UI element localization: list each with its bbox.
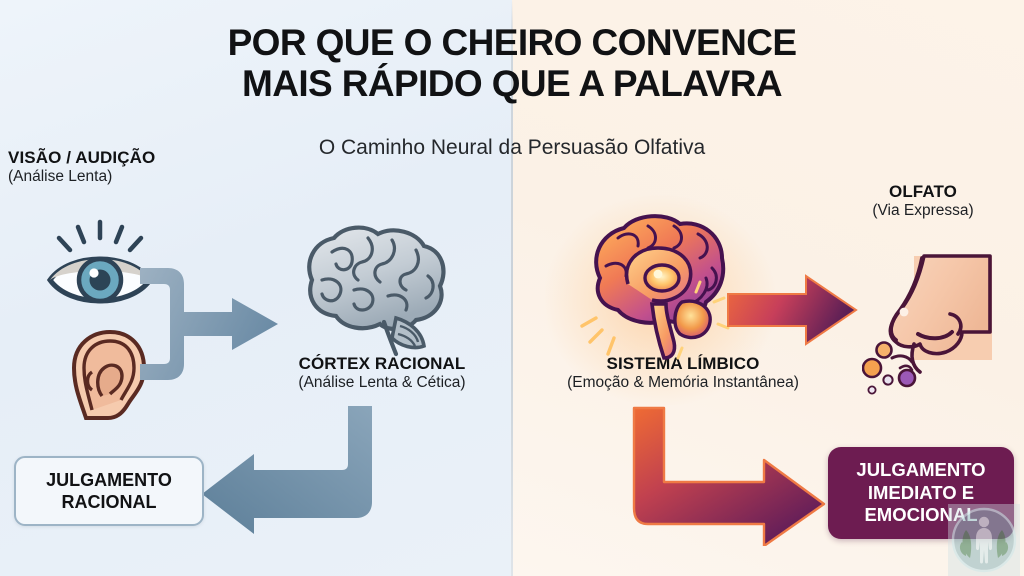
emotional-judgment-line-3: EMOCIONAL (864, 504, 978, 526)
elbow-arrow-left (202, 406, 372, 534)
figure-laurel-logo (948, 504, 1020, 576)
limbic-label: SISTEMA LÍMBICO (606, 354, 760, 373)
eye-icon (46, 219, 154, 304)
olfato-label-group: OLFATO (Via Expressa) (848, 182, 998, 220)
cortex-label: CÓRTEX RACIONAL (298, 354, 466, 373)
title-line-1: POR QUE O CHEIRO CONVENCE (227, 22, 797, 63)
olfato-sublabel: (Via Expressa) (872, 202, 974, 219)
emotional-judgment-line-1: JULGAMENTO (856, 459, 986, 481)
nose-icon (862, 254, 992, 395)
panel-divider (511, 0, 513, 576)
gray-brain-icon (307, 225, 446, 357)
vision-audition-label-group: VISÃO / AUDIÇÃO (Análise Lenta) (8, 148, 155, 186)
vision-audition-sublabel: (Análise Lenta) (8, 168, 113, 185)
ear-icon (71, 329, 147, 420)
page-title: POR QUE O CHEIRO CONVENCE MAIS RÁPIDO QU… (0, 22, 1024, 105)
cortex-label-group: CÓRTEX RACIONAL (Análise Lenta & Cética) (258, 354, 506, 392)
olfato-label: OLFATO (889, 182, 957, 201)
limbic-brain-icon (580, 214, 730, 360)
vision-audition-label: VISÃO / AUDIÇÃO (8, 148, 156, 167)
emotional-judgment-line-2: IMEDIATO E (867, 481, 975, 503)
merge-arrow-right (140, 268, 278, 380)
arrow-right-red (727, 274, 858, 346)
rational-judgment-line-2: RACIONAL (61, 492, 157, 512)
page-subtitle: O Caminho Neural da Persuasão Olfativa (318, 136, 706, 159)
cortex-sublabel: (Análise Lenta & Cética) (298, 374, 466, 391)
limbic-sublabel: (Emoção & Memória Instantânea) (567, 374, 799, 391)
title-line-2: MAIS RÁPIDO QUE A PALAVRA (241, 63, 783, 105)
limbic-label-group: SISTEMA LÍMBICO (Emoção & Memória Instan… (518, 354, 848, 392)
elbow-arrow-right-red (632, 406, 826, 546)
rational-judgment-box[interactable]: JULGAMENTO RACIONAL (14, 456, 204, 526)
rational-judgment-line-1: JULGAMENTO (46, 469, 172, 490)
